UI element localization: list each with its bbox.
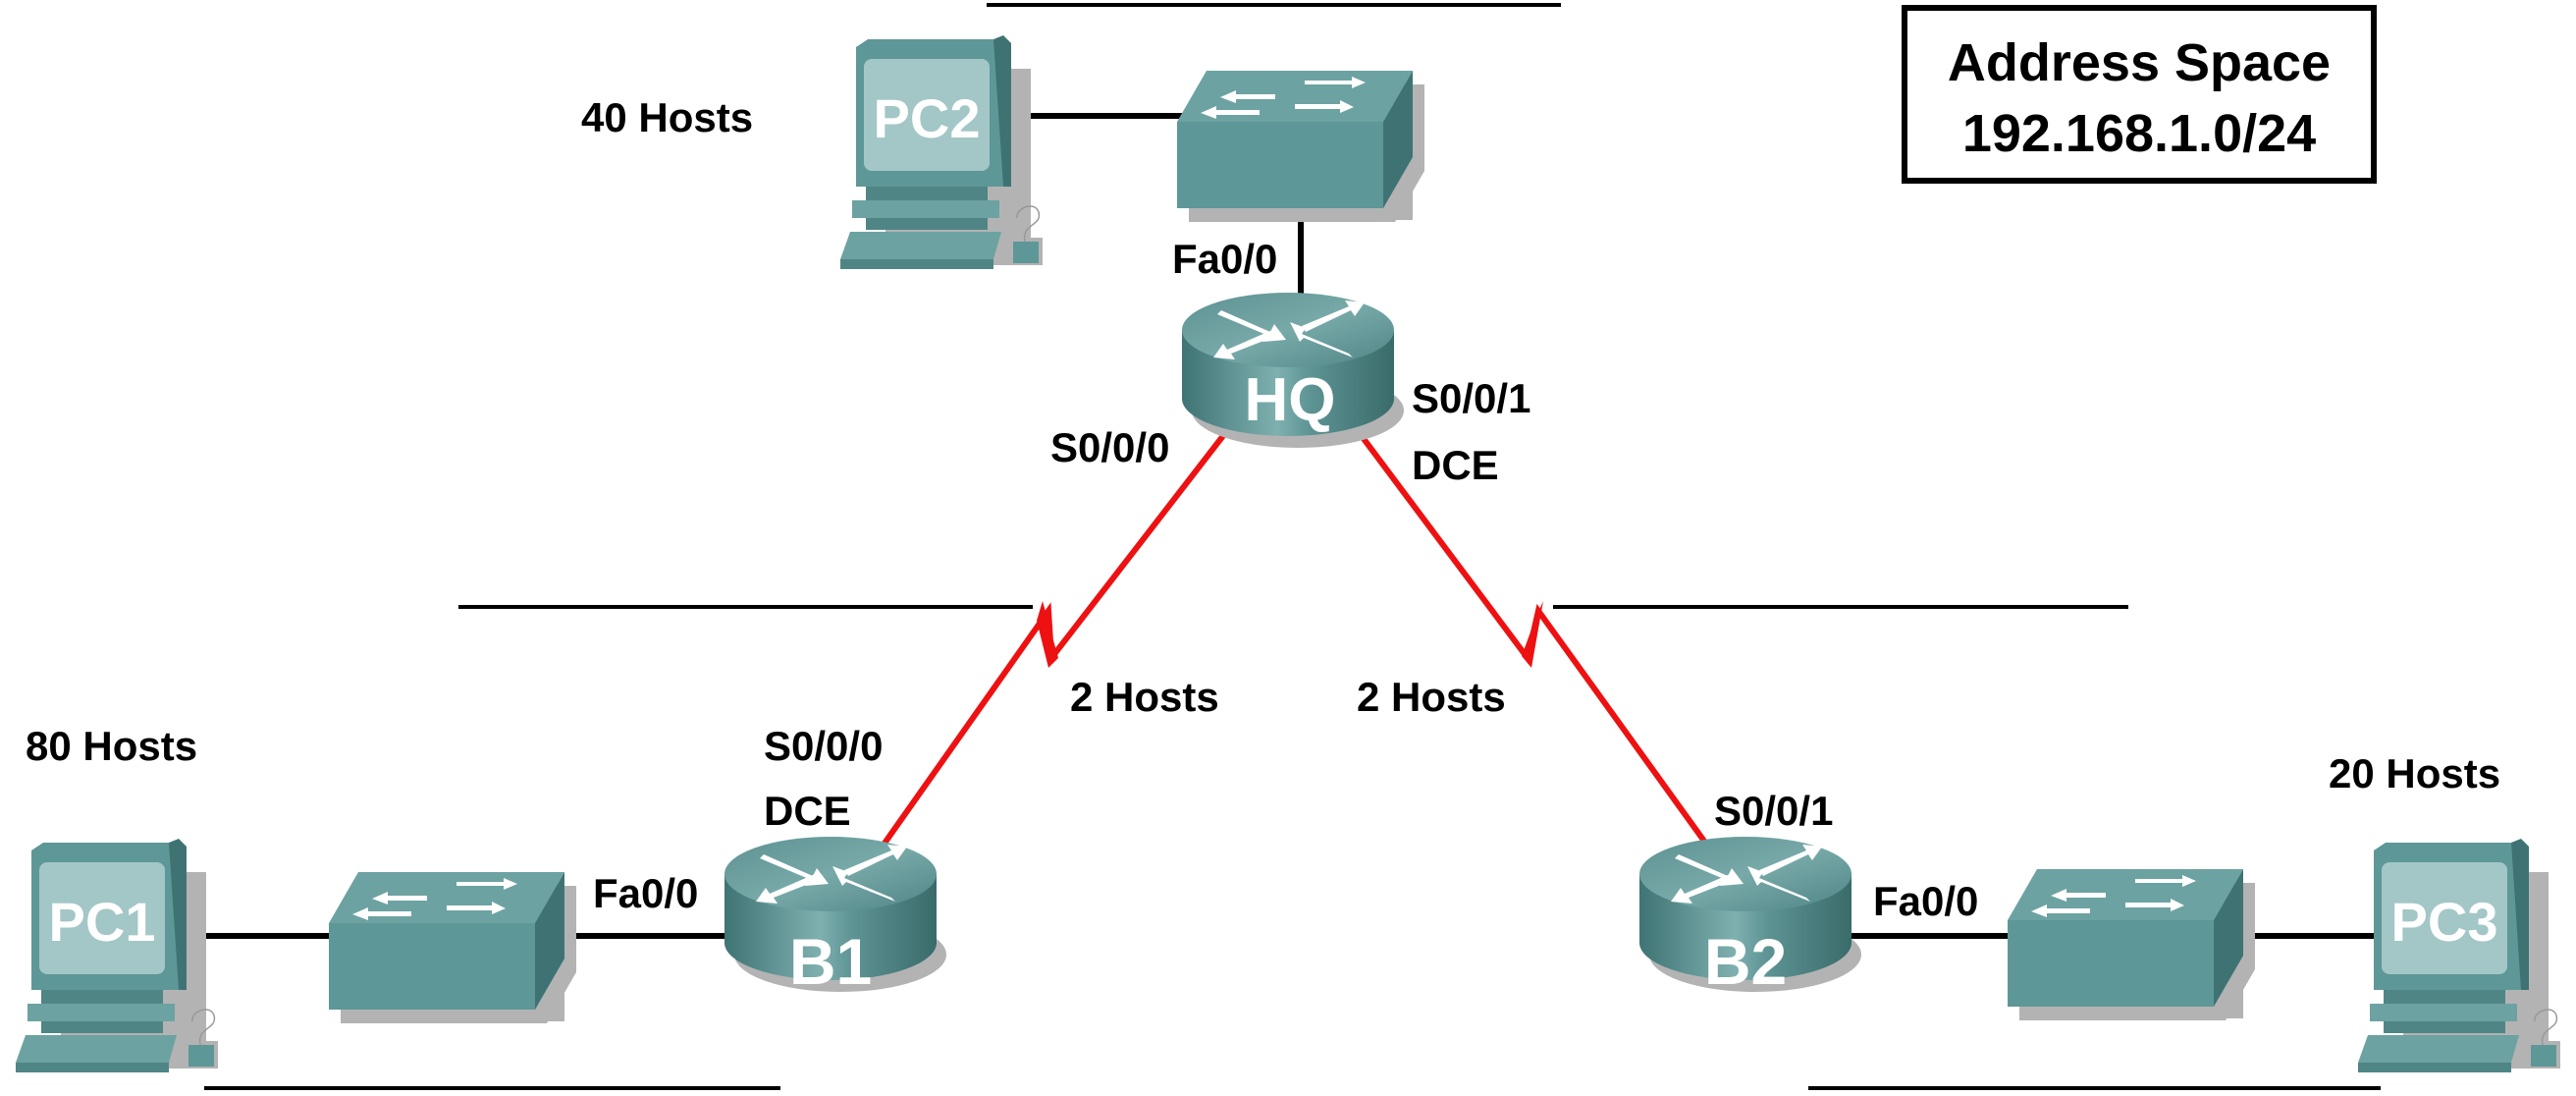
switch-icon	[329, 872, 576, 1023]
hq-b2-wan-hosts-label: 2 Hosts	[1357, 674, 1506, 720]
switch-hq-lan[interactable]	[1177, 71, 1424, 222]
hq-s001-label: S0/0/1	[1412, 375, 1530, 421]
router-b2-label: B2	[1704, 925, 1787, 998]
router-b1-label: B1	[789, 925, 872, 998]
pc3[interactable]: PC3	[2357, 838, 2561, 1073]
hq-s001-dce-label: DCE	[1412, 442, 1499, 488]
pc-icon	[2357, 838, 2561, 1073]
pc1-label: PC1	[49, 891, 156, 953]
serial-link-hq-b2	[1350, 422, 1711, 849]
address-space-network: 192.168.1.0/24	[1962, 104, 2316, 163]
hq-lan-hosts-label: 40 Hosts	[581, 94, 753, 140]
b1-s000-dce-label: DCE	[764, 788, 851, 834]
hq-fa00-label: Fa0/0	[1172, 236, 1277, 282]
switch-icon	[2008, 869, 2255, 1020]
switch-icon	[1177, 71, 1424, 222]
router-b2[interactable]: B2	[1639, 837, 1861, 998]
pc2[interactable]: PC2	[839, 34, 1044, 270]
router-b1[interactable]: B1	[724, 837, 946, 998]
router-hq[interactable]: HQ	[1182, 293, 1404, 448]
address-space-title: Address Space	[1948, 33, 2331, 92]
b1-s000-label: S0/0/0	[764, 723, 883, 769]
b2-s001-label: S0/0/1	[1714, 788, 1833, 834]
hq-s000-label: S0/0/0	[1050, 424, 1169, 470]
address-space-box: Address Space 192.168.1.0/24	[1902, 5, 2377, 184]
pc1[interactable]: PC1	[15, 838, 219, 1073]
pc2-label: PC2	[874, 87, 981, 149]
b1-fa00-label: Fa0/0	[593, 870, 698, 916]
router-hq-label: HQ	[1245, 366, 1336, 434]
pc3-label: PC3	[2391, 891, 2498, 953]
hq-b1-wan-hosts-label: 2 Hosts	[1070, 674, 1219, 720]
b2-fa00-label: Fa0/0	[1873, 878, 1978, 924]
serial-link-hq-b1	[881, 422, 1235, 847]
pc-icon	[15, 838, 219, 1073]
switch-b1-lan[interactable]	[329, 872, 576, 1023]
b1-lan-hosts-label: 80 Hosts	[26, 723, 197, 769]
switch-b2-lan[interactable]	[2008, 869, 2255, 1020]
b2-lan-hosts-label: 20 Hosts	[2329, 750, 2500, 796]
pc-icon	[839, 34, 1044, 270]
